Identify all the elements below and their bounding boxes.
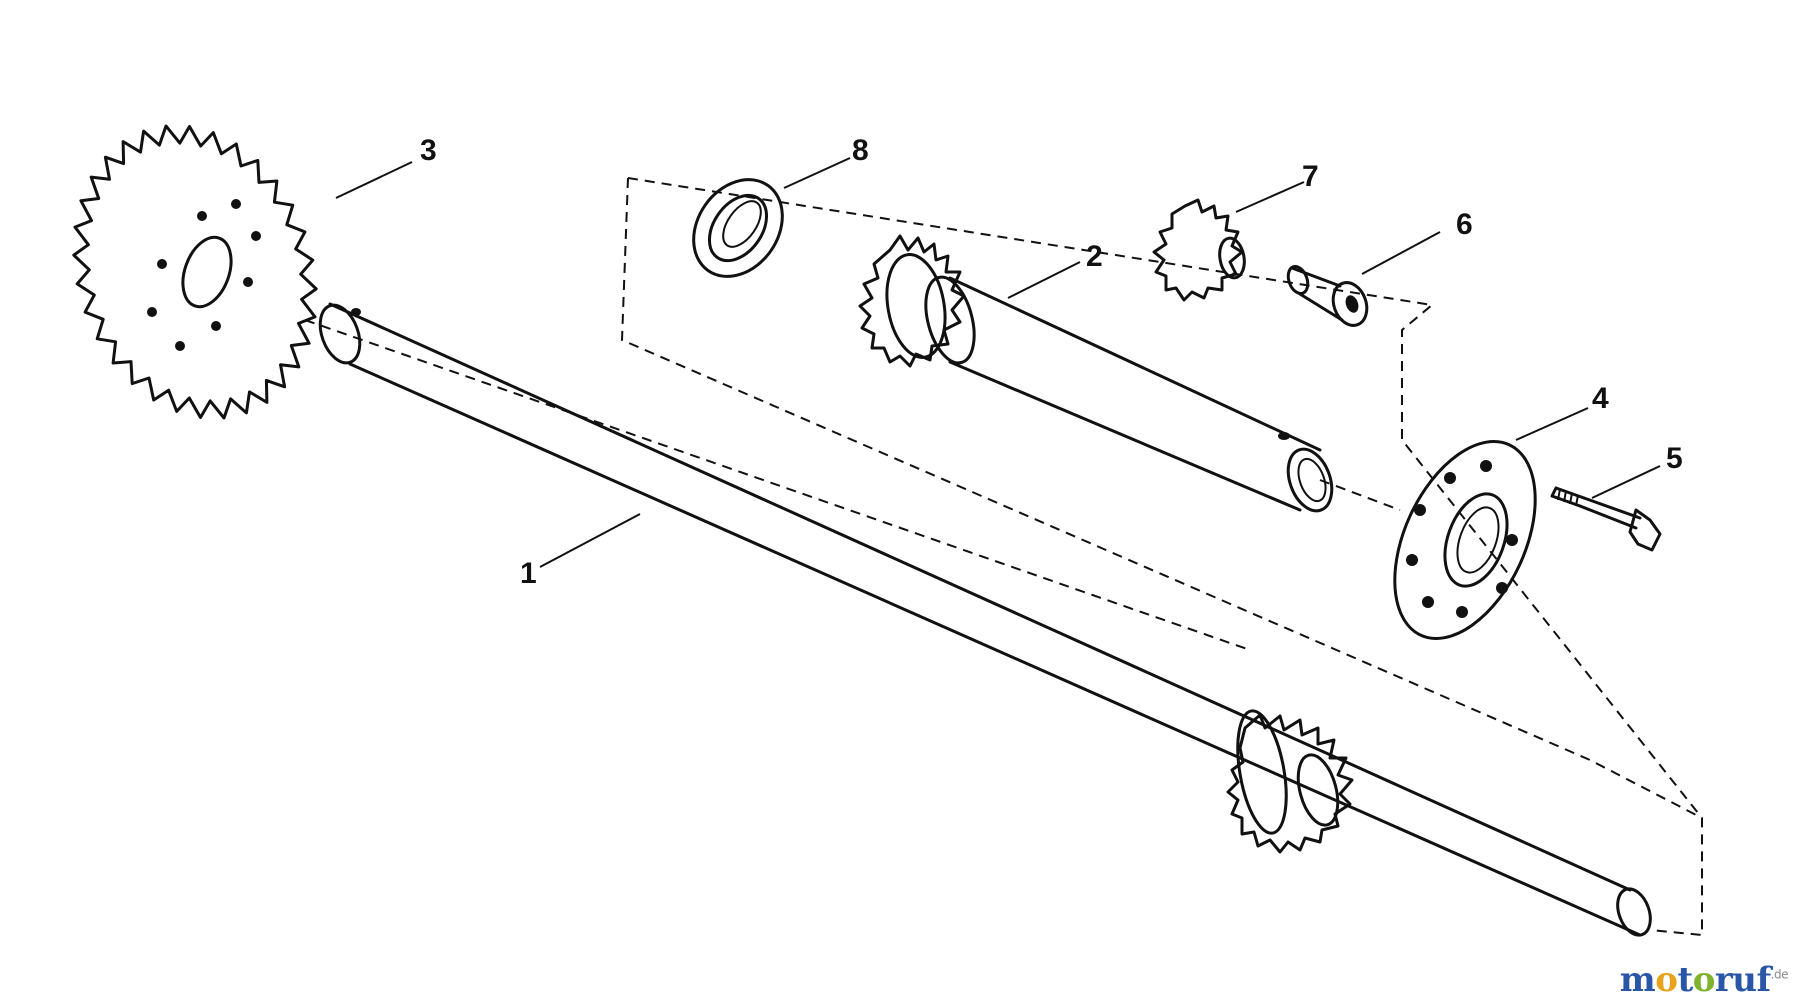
- assembly-guide-lines: [304, 177, 1703, 937]
- callout-7: 7: [1302, 160, 1319, 193]
- watermark-letter: o: [1655, 960, 1678, 1000]
- leader-lines: [335, 157, 1661, 568]
- sleeve-part-6: [1286, 264, 1369, 327]
- motoruf-watermark-logo: motoruf.de: [1620, 960, 1789, 1000]
- callout-8: 8: [852, 134, 869, 167]
- watermark-tld: .de: [1770, 967, 1789, 982]
- callout-6: 6: [1456, 208, 1473, 241]
- callout-3: 3: [420, 134, 437, 167]
- bushing-part-8: [692, 178, 784, 278]
- watermark-letter: u: [1732, 960, 1757, 1000]
- callout-5: 5: [1666, 442, 1683, 475]
- sprocket-part-3: [72, 124, 318, 420]
- gear-shaft-part-2: [858, 234, 1334, 513]
- watermark-letter: m: [1619, 960, 1656, 1000]
- pinion-gear-part-7: [1152, 198, 1246, 302]
- callout-2: 2: [1086, 240, 1103, 273]
- watermark-letters: motoruf: [1620, 960, 1771, 1000]
- watermark-letter: o: [1692, 960, 1716, 1000]
- bolt-part-5: [1550, 486, 1662, 552]
- callout-4: 4: [1592, 382, 1609, 415]
- watermark-letter: r: [1714, 960, 1733, 1000]
- watermark-letter: t: [1677, 960, 1693, 1000]
- callout-1: 1: [520, 557, 537, 590]
- watermark-letter: f: [1756, 960, 1772, 1000]
- callout-labels: 1 2 3 4 5 6 7 8: [420, 134, 1683, 590]
- axle-shaft-part-1: [318, 302, 1652, 937]
- flange-part-4: [1393, 440, 1537, 640]
